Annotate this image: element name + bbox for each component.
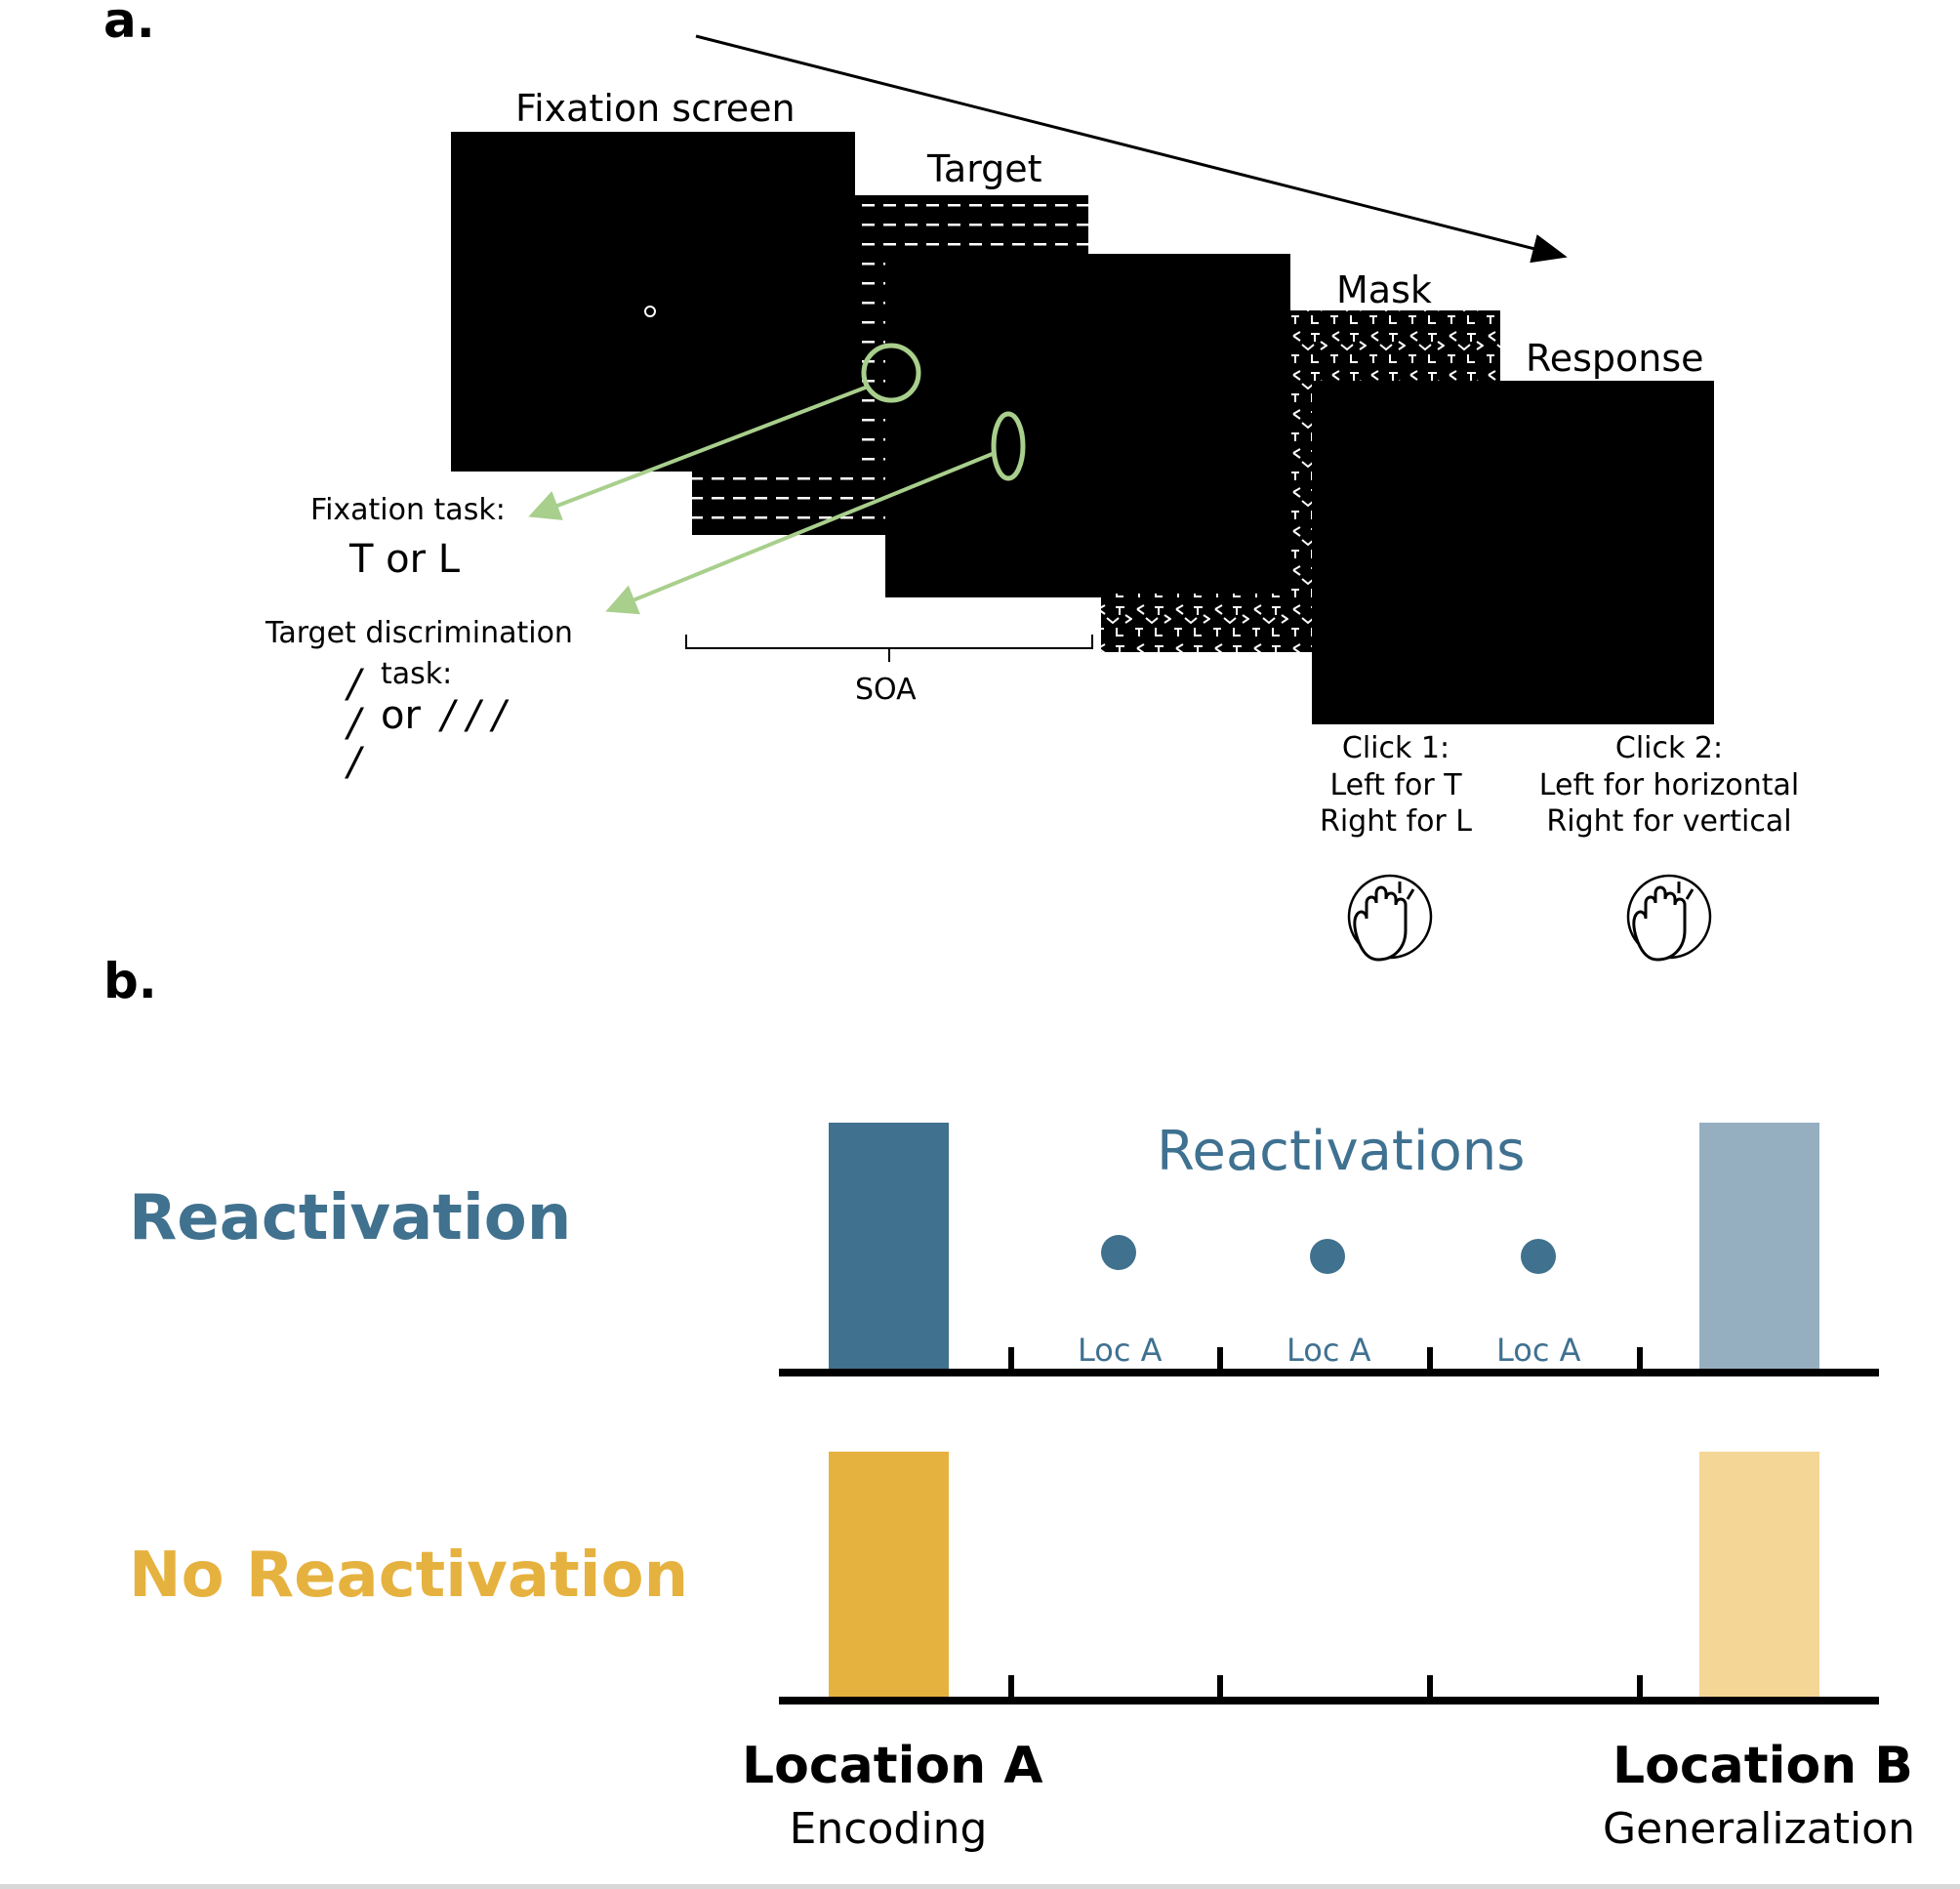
fixation-task-arrow xyxy=(528,385,869,520)
fixation-item-highlight xyxy=(861,343,921,403)
click2-line2: Left for horizontal xyxy=(1538,767,1800,802)
no-reactivation-location-a-bar xyxy=(829,1452,949,1700)
hand-click-icon xyxy=(1626,874,1712,962)
target-screen-label: Target xyxy=(927,147,1042,190)
fixation-screen-label: Fixation screen xyxy=(515,87,796,130)
vertical-line-glyph: / xyxy=(347,662,361,707)
click1-line3: Right for L xyxy=(1319,804,1473,839)
location-a-title: Location A xyxy=(742,1737,1043,1795)
fixation-point xyxy=(644,306,656,317)
location-b-subtitle: Generalization xyxy=(1603,1804,1915,1854)
target-task-arrow xyxy=(605,451,996,615)
response-screen xyxy=(1312,381,1714,724)
location-a-subtitle: Encoding xyxy=(789,1804,988,1854)
vertical-line-glyph: / xyxy=(347,701,361,746)
reactivation-dot xyxy=(1101,1235,1136,1270)
target-task-or: or xyxy=(381,693,421,738)
target-task-title: Target discrimination xyxy=(265,616,573,650)
reactivations-title: Reactivations xyxy=(1157,1120,1526,1183)
reactivation-loc-label: Loc A xyxy=(1078,1332,1163,1369)
hand-click-icon xyxy=(1347,874,1433,962)
panel-a-label: a. xyxy=(103,0,155,49)
vertical-line-glyph: / xyxy=(347,740,361,785)
mask-screen-label: Mask xyxy=(1336,268,1432,311)
reactivation-location-a-bar xyxy=(829,1123,949,1371)
reactivation-loc-label: Loc A xyxy=(1286,1332,1371,1369)
reactivation-dot xyxy=(1521,1239,1556,1274)
no-reactivation-condition-label: No Reactivation xyxy=(129,1540,689,1612)
location-b-title: Location B xyxy=(1613,1737,1913,1795)
time-arrow xyxy=(695,34,1568,264)
click2-line3: Right for vertical xyxy=(1546,804,1792,839)
fixation-task-options: T or L xyxy=(349,537,461,582)
click1-instructions: Click 1: Left for T Right for L xyxy=(1298,730,1493,841)
reactivation-condition-label: Reactivation xyxy=(129,1182,572,1254)
reactivation-dot xyxy=(1310,1239,1345,1274)
click2-line1: Click 2: xyxy=(1614,731,1724,765)
panel-b-label: b. xyxy=(103,953,157,1009)
bottom-border xyxy=(0,1884,1960,1889)
reactivation-loc-label: Loc A xyxy=(1496,1332,1581,1369)
vertical-line-glyph-stack: / / / xyxy=(347,660,367,785)
response-screen-label: Response xyxy=(1526,337,1704,380)
click1-line2: Left for T xyxy=(1329,767,1462,802)
click2-instructions: Click 2: Left for horizontal Right for v… xyxy=(1523,730,1816,841)
target-item-highlight xyxy=(991,411,1026,481)
soa-label: SOA xyxy=(855,673,917,707)
horizontal-line-glyphs: / / / xyxy=(441,693,506,738)
no-reactivation-location-b-bar xyxy=(1699,1452,1819,1700)
target-task-subtitle: task: xyxy=(381,657,453,691)
fixation-task-title: Fixation task: xyxy=(310,493,506,527)
reactivation-location-b-bar xyxy=(1699,1123,1819,1371)
click1-line1: Click 1: xyxy=(1341,731,1450,765)
